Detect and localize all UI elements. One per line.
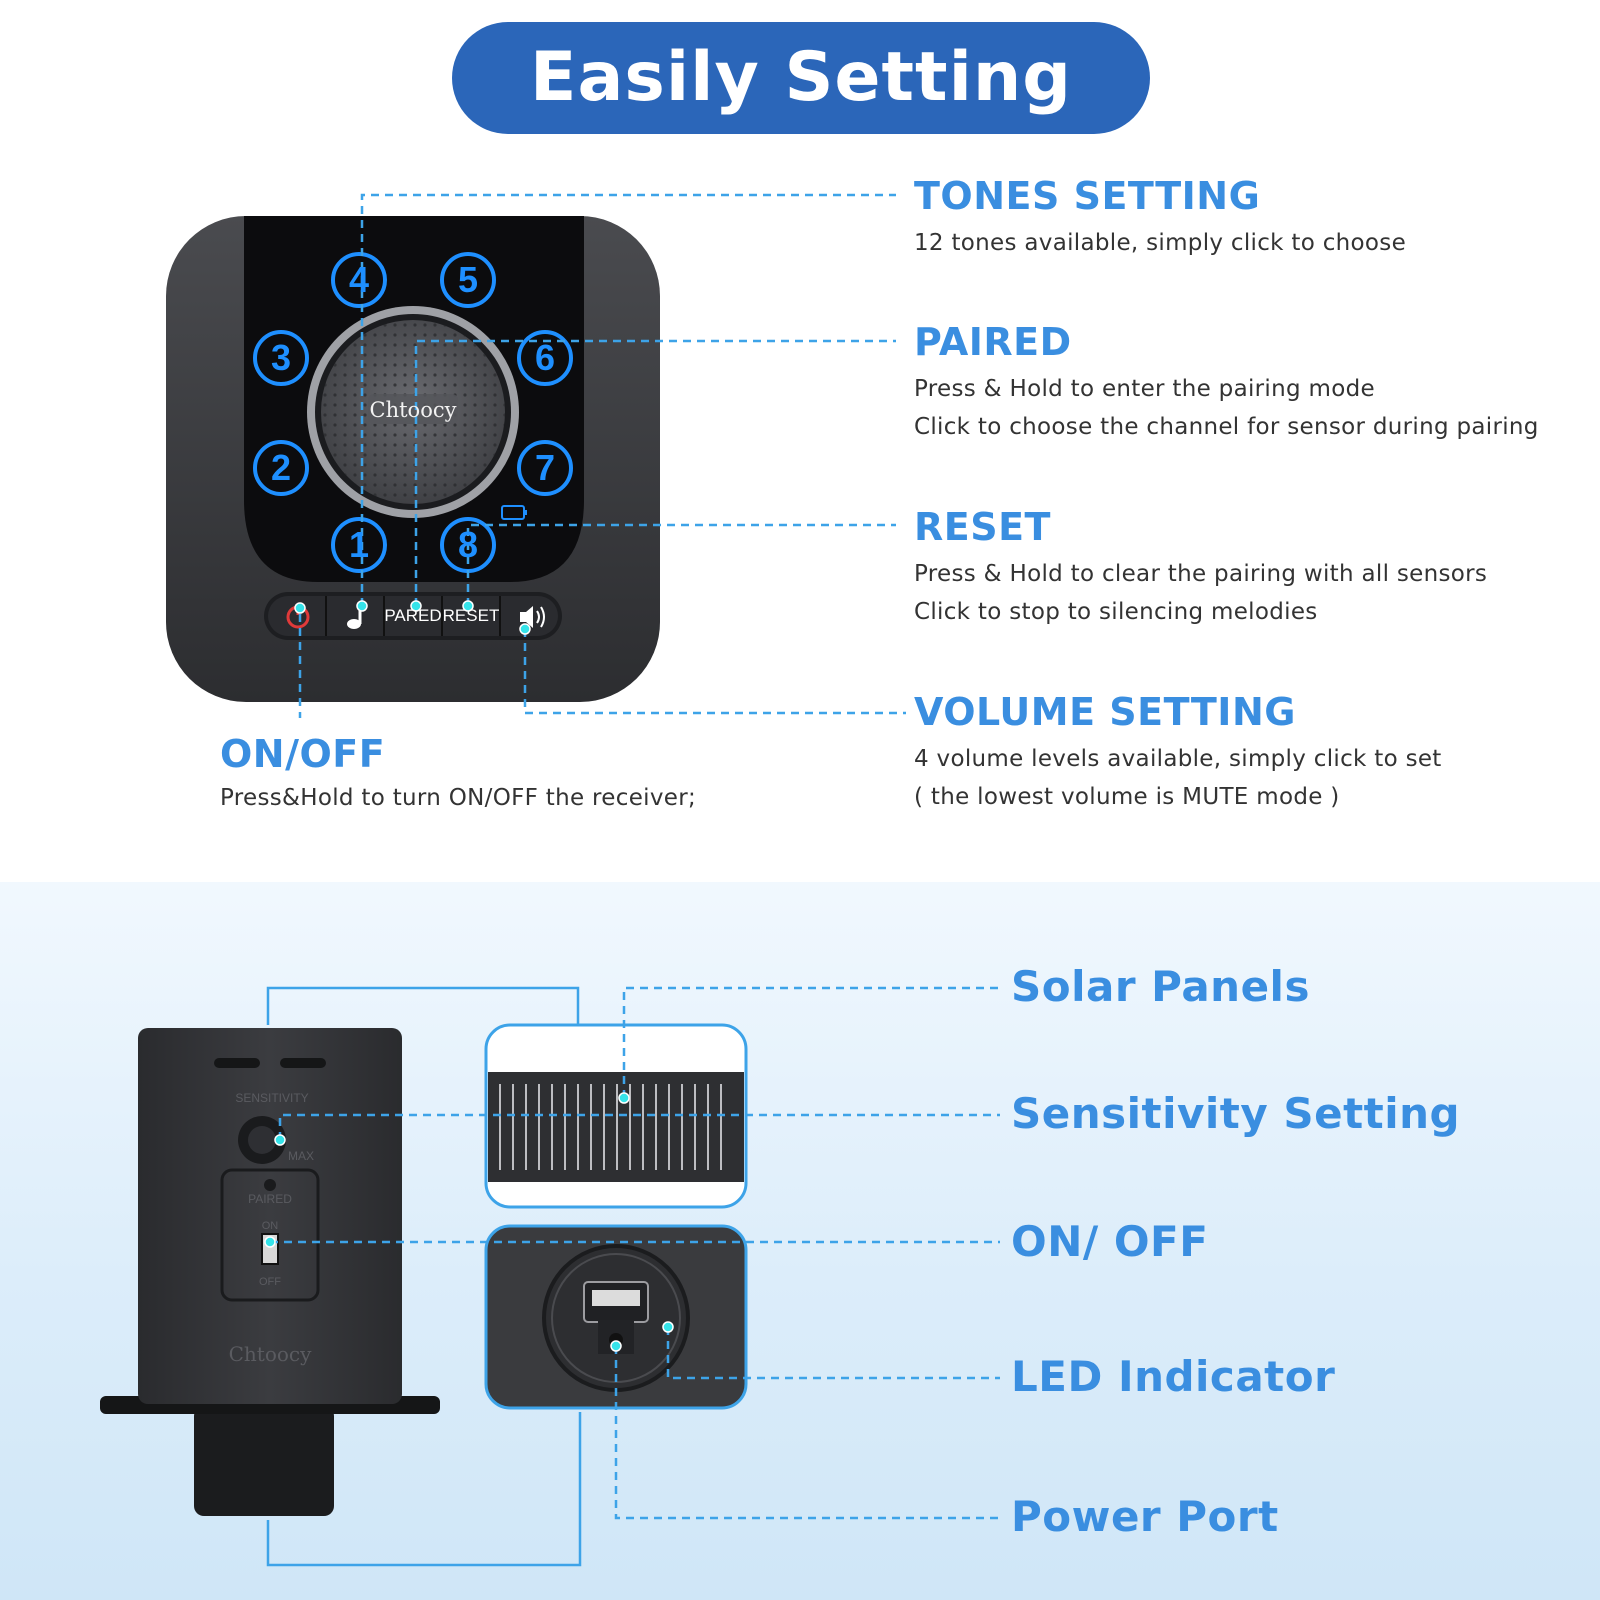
tone-number-6: 6 bbox=[534, 337, 556, 378]
paired-desc-1: Press & Hold to enter the pairing mode bbox=[914, 376, 1375, 402]
tone-number-2: 2 bbox=[270, 447, 292, 488]
paired-button[interactable]: PARED bbox=[384, 606, 442, 625]
on-off-title: ON/OFF bbox=[220, 732, 386, 776]
receiver-device bbox=[166, 216, 660, 702]
page-title: Easily Setting bbox=[530, 38, 1072, 117]
sensor-device bbox=[100, 1028, 440, 1516]
sensor-connector-dots bbox=[264, 1092, 674, 1352]
reset-button[interactable]: RESET bbox=[442, 606, 500, 625]
volume-setting-title: VOLUME SETTING bbox=[914, 690, 1296, 734]
solar-panels-label: Solar Panels bbox=[1011, 962, 1310, 1011]
sensor-connector-lines bbox=[270, 986, 1000, 1520]
reset-title: RESET bbox=[914, 505, 1051, 549]
on-off-desc: Press&Hold to turn ON/OFF the receiver; bbox=[220, 785, 697, 811]
led-indicator-label: LED Indicator bbox=[1011, 1352, 1336, 1401]
sensor-on-label: ON bbox=[261, 1220, 279, 1232]
sensitivity-label: SENSITIVITY bbox=[235, 1091, 309, 1105]
tone-number-8: 8 bbox=[457, 524, 479, 565]
sensor-brand: Chtoocy bbox=[228, 1342, 312, 1366]
tone-number-5: 5 bbox=[457, 259, 479, 300]
title-banner: Easily Setting bbox=[452, 22, 1150, 134]
paired-title: PAIRED bbox=[914, 320, 1072, 364]
paired-desc-2: Click to choose the channel for sensor d… bbox=[914, 414, 1539, 440]
receiver-connector-lines bbox=[298, 193, 906, 718]
reset-desc-2: Click to stop to silencing melodies bbox=[914, 599, 1318, 625]
power-port-label: Power Port bbox=[1011, 1492, 1279, 1541]
solar-panel-zoom bbox=[484, 1023, 748, 1209]
receiver-connector-dots bbox=[294, 600, 531, 635]
receiver-brand: Chtoocy bbox=[369, 398, 457, 422]
sensor-off-label: OFF bbox=[259, 1276, 281, 1288]
sensor-paired-label: PAIRED bbox=[248, 1192, 292, 1206]
sensitivity-setting-label: Sensitivity Setting bbox=[1011, 1089, 1461, 1138]
tones-setting-desc: 12 tones available, simply click to choo… bbox=[914, 230, 1407, 256]
bottom-port-zoom bbox=[484, 1224, 748, 1410]
volume-icon[interactable] bbox=[520, 606, 545, 628]
reset-desc-1: Press & Hold to clear the pairing with a… bbox=[914, 561, 1488, 587]
tone-number-1: 1 bbox=[348, 524, 370, 565]
max-label: MAX bbox=[288, 1149, 315, 1163]
tone-number-3: 3 bbox=[270, 337, 292, 378]
tone-number-7: 7 bbox=[534, 447, 556, 488]
volume-setting-desc-2: ( the lowest volume is MUTE mode ) bbox=[914, 784, 1340, 810]
volume-setting-desc-1: 4 volume levels available, simply click … bbox=[914, 746, 1442, 772]
sensor-on-off-label: ON/ OFF bbox=[1011, 1217, 1209, 1266]
sensor-bracket-lines bbox=[266, 986, 582, 1567]
tone-number-4: 4 bbox=[348, 259, 370, 300]
tones-setting-title: TONES SETTING bbox=[914, 174, 1261, 218]
